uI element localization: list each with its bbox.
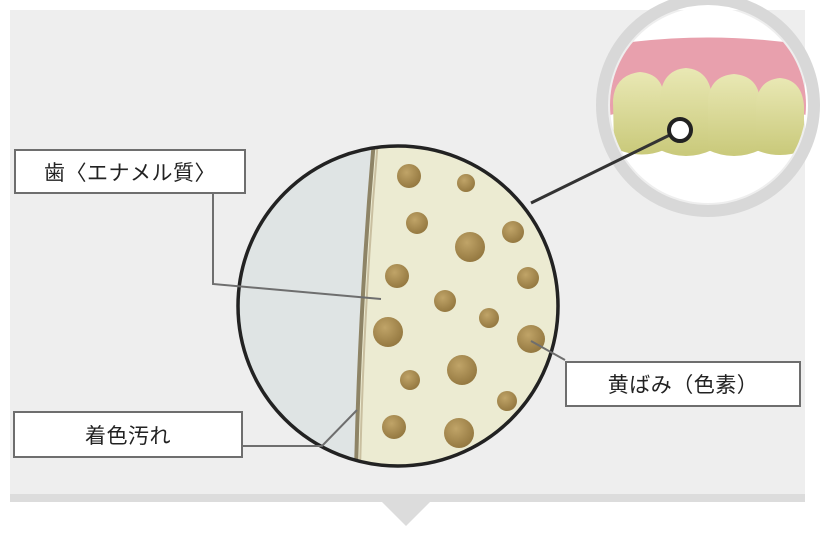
pigment-dot — [457, 174, 475, 192]
pigment-dot — [385, 264, 409, 288]
pigment-dot — [406, 212, 428, 234]
zoom-connector-line — [530, 128, 681, 205]
pigment-dot — [447, 355, 477, 385]
panel-bottom-strip — [10, 494, 805, 502]
pigment-dot — [434, 290, 456, 312]
label-stain: 着色汚れ — [13, 411, 243, 458]
teeth-thumbnail — [596, 0, 820, 217]
pigment-dot — [400, 370, 420, 390]
pigment-dot — [373, 317, 403, 347]
pigment-dot — [479, 308, 499, 328]
magnified-cross-section — [236, 144, 560, 468]
label-enamel: 歯〈エナメル質〉 — [14, 149, 246, 194]
down-triangle-notch-icon — [382, 502, 430, 526]
outer-surface-area — [238, 146, 374, 466]
leader-line-enamel — [212, 194, 382, 300]
stain-layer — [354, 146, 376, 466]
pigment-dot — [382, 415, 406, 439]
teeth-row — [613, 68, 804, 156]
pigment-dot — [497, 391, 517, 411]
zoom-focus-marker — [667, 117, 693, 143]
pigment-dot — [397, 164, 421, 188]
label-yellowing: 黄ばみ（色素） — [565, 361, 801, 407]
pigment-dots — [373, 164, 545, 448]
leader-line-stain — [243, 409, 358, 447]
pigment-dot — [444, 418, 474, 448]
pigment-dot — [502, 221, 524, 243]
pigment-dot — [455, 232, 485, 262]
leader-line-yellowing — [530, 340, 566, 361]
pigment-dot — [517, 267, 539, 289]
pigment-dot — [517, 325, 545, 353]
